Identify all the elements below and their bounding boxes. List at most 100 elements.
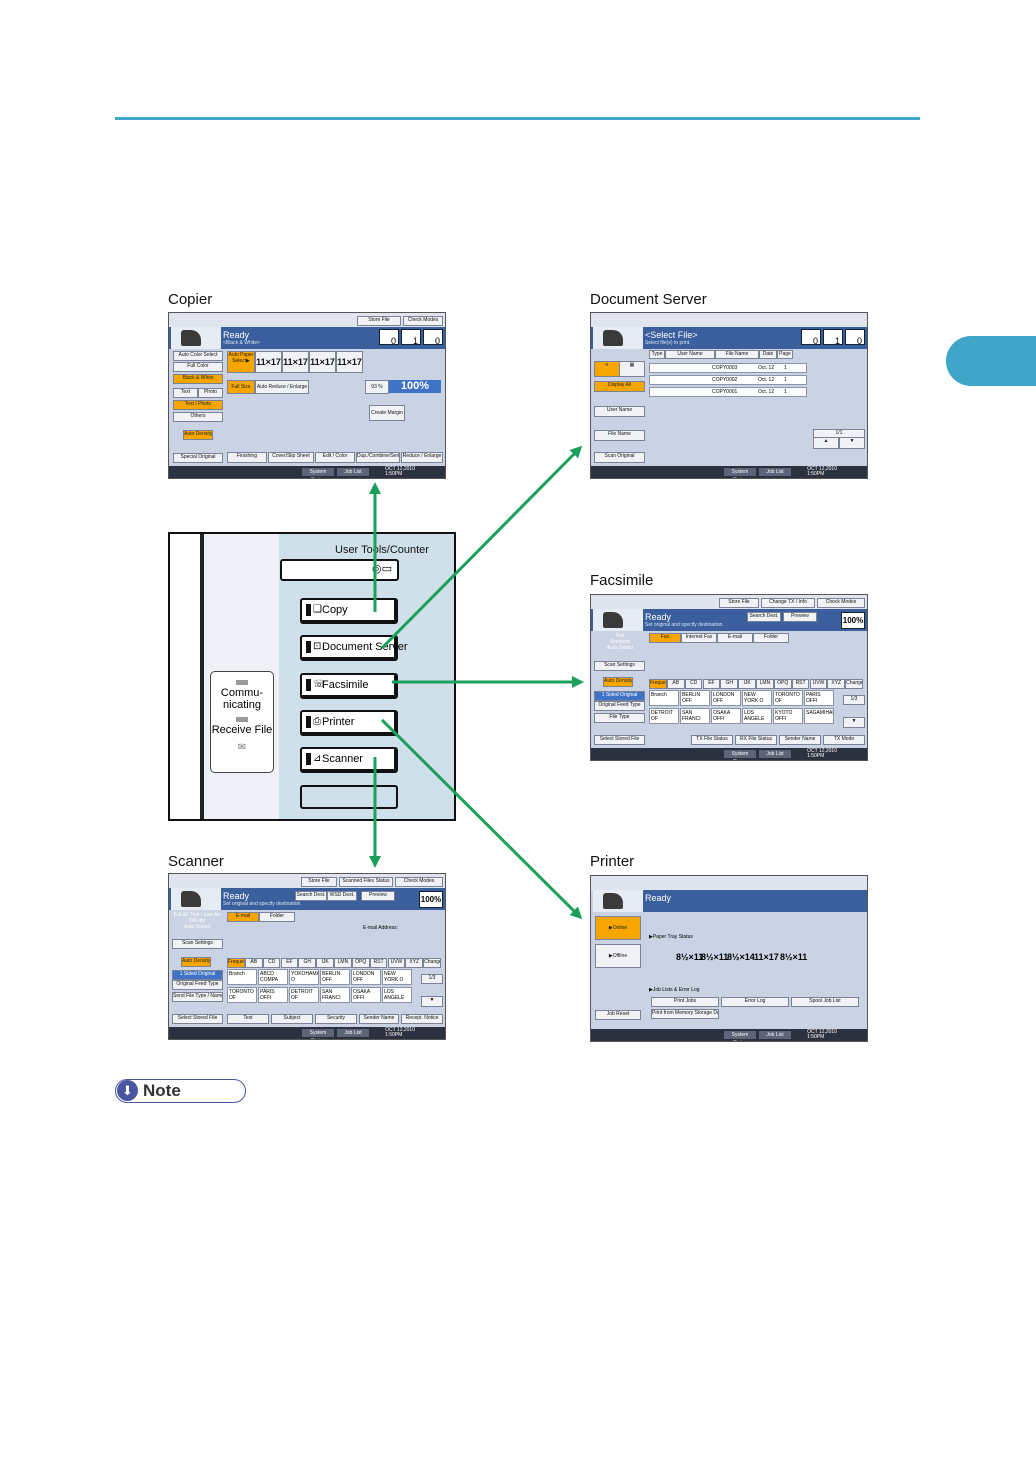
scanner-files-status-button[interactable]: Scanned Files Status — [339, 877, 393, 887]
scanner-sender-name-button[interactable]: Sender Name — [359, 1014, 399, 1024]
scanner-letter-tab[interactable]: GH — [298, 958, 317, 968]
scanner-select-stored-button[interactable]: Select Stored File — [172, 1014, 223, 1024]
scanner-letter-tab[interactable]: Frequent — [227, 958, 245, 968]
scanner-store-file-button[interactable]: Store File — [301, 877, 337, 887]
fax-letter-tab[interactable]: IJK — [738, 679, 756, 689]
fax-auto-density-button[interactable]: Auto Density — [603, 677, 633, 687]
printer-online-button[interactable]: ▶Online — [595, 916, 641, 940]
fax-letter-tab[interactable]: EF — [702, 679, 721, 689]
scanner-recept-notice-button[interactable]: Recept. Notice — [401, 1014, 443, 1024]
scanner-down-button[interactable]: ▼ — [421, 996, 443, 1007]
fax-destination[interactable]: SAGAMIHARA — [804, 708, 834, 724]
scanner-1sided-button[interactable]: 1 Sided Original — [172, 970, 223, 980]
fax-sender-name-button[interactable]: Sender Name — [779, 735, 821, 745]
docserver-col-type[interactable]: Type — [649, 350, 665, 359]
scanner-security-button[interactable]: Security — [315, 1014, 357, 1024]
scanner-destination[interactable]: TORONTO OF — [227, 987, 257, 1003]
docserver-col-date[interactable]: Date — [759, 350, 777, 359]
scanner-tab-email[interactable]: E-mail — [227, 912, 259, 922]
scanner-letter-tab[interactable]: AB — [244, 958, 263, 968]
scanner-subject-button[interactable]: Subject — [271, 1014, 313, 1024]
scanner-letter-tab[interactable]: EF — [280, 958, 299, 968]
copy-key[interactable]: ❑Copy — [300, 598, 398, 624]
document-server-key[interactable]: ⊡Document Server — [300, 635, 408, 661]
copier-auto-color-button[interactable]: Auto Color Select — [173, 351, 223, 361]
fax-letter-tab[interactable]: OPQ — [773, 679, 792, 689]
printer-job-list-button[interactable]: Job List — [759, 1031, 791, 1039]
fax-rx-status-button[interactable]: RX File Status — [735, 735, 777, 745]
scanner-letter-tab[interactable]: XYZ — [405, 958, 424, 968]
fax-tab-fax[interactable]: Fax — [649, 633, 681, 643]
fax-file-type-button[interactable]: File Type — [594, 713, 645, 723]
scanner-destination[interactable]: BERLIN OFF — [320, 969, 350, 985]
docserver-next-button[interactable]: ▼ — [839, 437, 865, 449]
scanner-destination[interactable]: SAN FRANCI — [320, 987, 350, 1003]
fax-letter-tab[interactable]: RST — [791, 679, 810, 689]
scanner-preview-button[interactable]: Preview — [361, 891, 395, 901]
scanner-scan-settings-button[interactable]: Scan Settings — [172, 939, 223, 949]
fax-letter-tab[interactable]: GH — [720, 679, 739, 689]
fax-select-stored-button[interactable]: Select Stored File — [594, 735, 645, 745]
scanner-key[interactable]: ⊿Scanner — [300, 747, 398, 773]
copier-auto-density-button[interactable]: Auto Density — [183, 430, 213, 440]
copier-text-photo-button[interactable]: Text / Photo — [173, 400, 223, 410]
printer-print-jobs-button[interactable]: Print Jobs — [651, 997, 719, 1007]
fax-destination[interactable]: SAN FRANCI — [680, 708, 710, 724]
copier-reduce-enlarge-button[interactable]: Reduce / Enlarge — [401, 452, 443, 463]
printer-spool-job-button[interactable]: Spool Job List — [791, 997, 859, 1007]
scanner-send-file-type-button[interactable]: Send File Type / Name — [172, 992, 223, 1002]
docserver-user-name-button[interactable]: User Name — [594, 406, 645, 417]
fax-destination[interactable]: LOS ANGELE — [742, 708, 772, 724]
scanner-letter-tab[interactable]: UVW — [387, 958, 406, 968]
copier-cover-button[interactable]: Cover/Slip Sheet — [268, 452, 314, 463]
scanner-text-button[interactable]: Text — [227, 1014, 269, 1024]
scanner-destination[interactable]: NEW YORK O — [382, 969, 412, 985]
copier-93-button[interactable]: 93 % — [365, 380, 389, 394]
copier-dup-button[interactable]: Dup./Combine/Series — [356, 452, 400, 463]
copier-text-button[interactable]: Text — [173, 388, 198, 398]
scanner-destination[interactable]: LOS ANGELE — [382, 987, 412, 1003]
fax-check-modes-button[interactable]: Check Modes — [817, 598, 865, 608]
copier-tray-4[interactable]: 11×17 — [336, 351, 363, 373]
scanner-check-modes-button[interactable]: Check Modes — [395, 877, 443, 887]
printer-system-status-button[interactable]: System Status — [724, 1031, 756, 1041]
fax-destination[interactable]: KYOTO OFFI — [773, 708, 803, 724]
printer-offline-button[interactable]: ▶Offline — [595, 944, 641, 968]
fax-destination[interactable]: NEW YORK O — [742, 690, 772, 706]
scanner-letter-tab[interactable]: LMN — [334, 958, 352, 968]
copier-create-margin-button[interactable]: Create Margin — [369, 405, 405, 421]
scanner-letter-tab[interactable]: IJK — [316, 958, 334, 968]
docserver-file-name-button[interactable]: File Name — [594, 430, 645, 441]
docserver-col-file[interactable]: File Name — [715, 350, 759, 359]
fax-destination[interactable]: OSAKA OFFI — [711, 708, 741, 724]
fax-letter-tab[interactable]: UVW — [809, 679, 828, 689]
docserver-job-list-button[interactable]: Job List — [759, 468, 791, 476]
printer-key[interactable]: ⎙Printer — [300, 710, 398, 736]
printer-memory-storage-button[interactable]: Print from Memory Storage Device — [651, 1009, 719, 1019]
copier-photo-button[interactable]: Photo — [198, 388, 223, 398]
docserver-prev-button[interactable]: ▲ — [813, 437, 839, 449]
copier-tray-1[interactable]: 11×17 — [255, 351, 282, 373]
fax-destination[interactable]: BERLIN OFF — [680, 690, 710, 706]
scanner-search-dest-button[interactable]: Search Dest. — [295, 891, 327, 901]
scanner-auto-density-button[interactable]: Auto Density — [181, 957, 211, 967]
fax-feed-type-button[interactable]: Original Feed Type — [594, 701, 645, 711]
blank-key[interactable] — [300, 785, 398, 809]
scanner-system-status-button[interactable]: System Status — [302, 1029, 334, 1039]
copier-special-original-button[interactable]: Special Original — [173, 453, 223, 463]
fax-letter-tab[interactable]: XYZ — [827, 679, 846, 689]
fax-tx-mode-button[interactable]: TX Mode — [823, 735, 865, 745]
fax-system-status-button[interactable]: System Status — [724, 750, 756, 760]
scanner-destination[interactable]: PARIS OFFI — [258, 987, 288, 1003]
scanner-destination[interactable]: YOKOHAMA O — [289, 969, 319, 985]
copier-tray-3[interactable]: 11×17 — [309, 351, 336, 373]
copier-auto-paper-button[interactable]: Auto Paper Select▶ — [227, 351, 255, 373]
scanner-wsd-dest-button[interactable]: WSD Dest. — [327, 891, 357, 901]
copier-finishing-button[interactable]: Finishing — [227, 452, 267, 463]
copier-job-list-button[interactable]: Job List — [337, 468, 369, 476]
copier-system-status-button[interactable]: System Status — [302, 468, 334, 478]
scanner-letter-tab[interactable]: OPQ — [351, 958, 370, 968]
scanner-letter-tab[interactable]: RST — [369, 958, 388, 968]
fax-letter-tab[interactable]: Change Title — [845, 679, 863, 689]
